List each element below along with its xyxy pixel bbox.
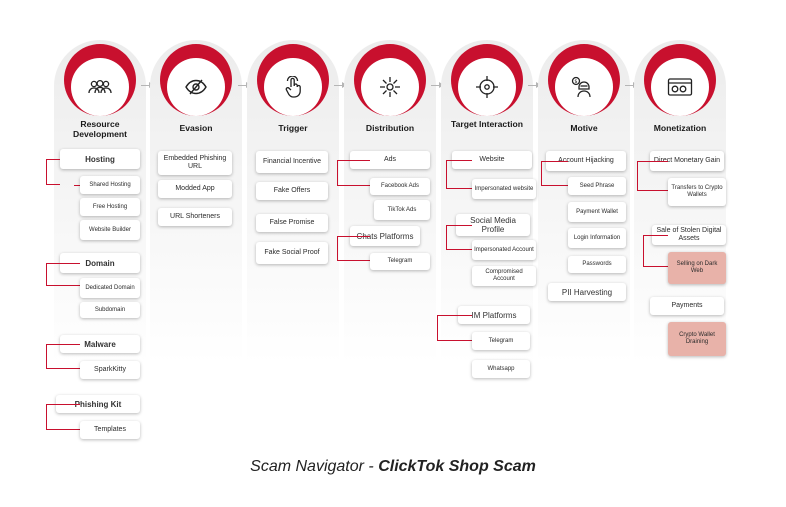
connector-bracket [46,263,80,286]
passwords-box: Passwords [568,256,626,273]
stage-icon-circle [257,44,329,116]
payments-box: Payments [650,297,724,315]
direct-monetary-gain-box: Direct Monetary Gain [650,151,724,171]
false-promise-box: False Promise [256,214,328,232]
stage-icon-circle [160,44,232,116]
connector-bracket [437,315,472,341]
embedded-phishing-url-box: Embedded Phishing URL [158,151,232,175]
stage-icon-circle [644,44,716,116]
stage-title: Motive [570,123,598,133]
hacker-money-icon: $ [555,58,613,116]
connector-tick [643,235,652,236]
connector-tick [337,236,350,237]
shared-hosting-box: Shared Hosting [80,176,140,194]
svg-text:$: $ [574,79,577,85]
url-shorteners-box: URL Shorteners [158,208,232,226]
eye-slash-icon [167,58,225,116]
im-platforms-box: IM Platforms [458,306,530,324]
fake-social-proof-box: Fake Social Proof [256,242,328,264]
stage-icon-circle [451,44,523,116]
connector-bracket [46,404,80,430]
selling-dark-web-box: Selling on Dark Web [668,252,726,284]
caption-prefix: Scam Navigator - [250,458,379,475]
impersonated-website-box: Impersonated website [472,179,536,199]
connector-bracket [643,235,668,267]
modded-app-box: Modded App [158,180,232,198]
touch-tap-icon [264,58,322,116]
dedicated-domain-box: Dedicated Domain [80,278,140,298]
connector-bracket [637,161,668,191]
connector-bracket [46,159,60,185]
transfers-crypto-box: Transfers to Crypto Wallets [668,178,726,206]
stage-icon-circle [354,44,426,116]
crosshair-target-icon [458,58,516,116]
network-hub-icon [361,58,419,116]
stage-column-distribution: Distribution [344,40,436,455]
stage-title: Target Interaction [451,119,523,129]
connector-bracket [337,236,370,261]
hosting-box: Hosting [60,149,140,169]
connector-tick [446,160,452,161]
ads-box: Ads [350,151,430,169]
stage-title: Monetization [653,123,707,133]
chats-platforms-box: Chats Platforms [350,226,420,246]
connector-bracket [541,161,568,186]
stage-column-resource-development: Resource Development [54,40,146,455]
login-information-box: Login Information [568,228,626,248]
connector-bracket [337,160,370,186]
connector-bracket [446,160,472,189]
telegram-box: Telegram [370,253,430,270]
diagram-caption: Scam Navigator - ClickTok Shop Scam [0,458,786,476]
telegram-im-box: Telegram [472,332,530,350]
connector-tick [437,315,458,316]
payment-wallet-box: Payment Wallet [568,202,626,222]
phishing-kit-box: Phishing Kit [56,395,140,413]
stage-icon-circle [64,44,136,116]
facebook-ads-box: Facebook Ads [370,178,430,195]
stage-title: Evasion [179,123,213,133]
connector-bracket [446,225,472,250]
compromised-account-box: Compromised Account [472,266,536,286]
connector-tick [46,159,60,160]
website-builder-box: Website Builder [80,220,140,240]
connector-tick [337,160,350,161]
stage-column-monetization: Monetization [634,40,726,455]
tiktok-ads-box: TikTok Ads [374,200,430,220]
stage-title: Distribution [365,123,415,133]
connector-tick [637,161,650,162]
connector-tick [446,225,456,226]
whatsapp-box: Whatsapp [472,360,530,378]
fake-offers-box: Fake Offers [256,182,328,200]
cash-window-icon [651,58,709,116]
subdomain-box: Subdomain [80,302,140,318]
account-hijacking-box: Account Hijacking [546,151,626,171]
social-media-profile-box: Social Media Profile [456,214,530,236]
financial-incentive-box: Financial Incentive [256,151,328,173]
templates-box: Templates [80,421,140,439]
connector-bracket [46,344,80,369]
domain-box: Domain [60,253,140,273]
free-hosting-box: Free Hosting [80,198,140,216]
sparkkitty-box: SparkKitty [80,361,140,379]
people-group-icon [71,58,129,116]
connector-tick [541,161,546,162]
stage-icon-circle: $ [548,44,620,116]
pii-harvesting-box: PII Harvesting [548,283,626,301]
crypto-wallet-draining-box: Crypto Wallet Draining [668,322,726,356]
seed-phrase-box: Seed Phrase [568,177,626,195]
stage-column-evasion: Evasion [150,40,242,455]
website-box: Website [452,151,532,169]
stage-title: Trigger [278,123,308,133]
caption-title: ClickTok Shop Scam [378,458,536,475]
malware-box: Malware [60,335,140,353]
connector-tick [74,185,80,186]
stage-title: Resource Development [73,119,127,139]
impersonated-account-box: Impersonated Account [472,240,536,260]
sale-stolen-assets-box: Sale of Stolen Digital Assets [652,225,726,245]
